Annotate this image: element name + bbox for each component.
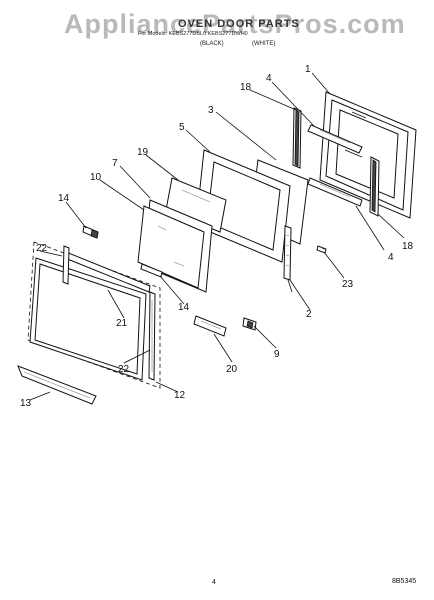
callout-13: 13 (20, 398, 32, 409)
callout-2: 2 (306, 309, 312, 320)
page-number: 4 (212, 579, 216, 586)
part-20-vent (193, 315, 227, 337)
diagram-code: 8B5345 (392, 578, 417, 585)
callout-1: 1 (305, 64, 311, 75)
part-23-screw (316, 245, 327, 254)
callout-9: 9 (274, 349, 280, 360)
callout-21: 21 (116, 318, 128, 329)
callout-10: 10 (90, 172, 102, 183)
part-10-inner-glass-front (137, 205, 205, 289)
callout-18-lower: 18 (402, 241, 414, 252)
callout-4-lower: 4 (388, 252, 394, 263)
callout-7: 7 (112, 158, 118, 169)
part-4-bracket-upper (307, 124, 363, 154)
part-4-bracket-lower (307, 177, 363, 207)
callout-20: 20 (226, 364, 238, 375)
watermark: AppliancePartsPros.com (64, 9, 406, 39)
leader-lines (29, 72, 405, 401)
part-18-trim-strip-left (292, 107, 302, 169)
part-19-insulation (165, 177, 227, 233)
callout-14-lower: 14 (178, 302, 190, 313)
model-list: For Models: KEBS277DBL0 KEBS277DWH0 (138, 31, 248, 37)
part-18-trim-strip-right (369, 156, 380, 217)
diagram-title: OVEN DOOR PARTS (178, 18, 300, 30)
callout-12: 12 (174, 390, 186, 401)
part-14-clip-upper (82, 225, 99, 239)
callout-22-upper: 22 (36, 243, 48, 254)
callout-22-lower: 22 (118, 364, 130, 375)
callout-19: 19 (137, 147, 149, 158)
callout-23: 23 (342, 279, 354, 290)
part-5-door-frame (195, 149, 291, 263)
finish-black: (BLACK) (200, 41, 224, 47)
part-1-outer-door-panel (319, 91, 417, 219)
callout-18-upper: 18 (240, 82, 252, 93)
part-12-door-assembly (27, 241, 161, 389)
callout-4-upper: 4 (266, 73, 272, 84)
callout-labels: 1 2 3 4 4 5 7 10 12 13 14 14 18 18 19 20… (20, 64, 414, 409)
part-9-latch (242, 317, 257, 331)
part-2-hinge (283, 225, 293, 293)
part-13-handle (17, 365, 97, 405)
finish-white: (WHITE) (252, 41, 276, 47)
callout-3: 3 (208, 105, 214, 116)
callout-14-upper: 14 (58, 193, 70, 204)
callout-5: 5 (179, 122, 185, 133)
